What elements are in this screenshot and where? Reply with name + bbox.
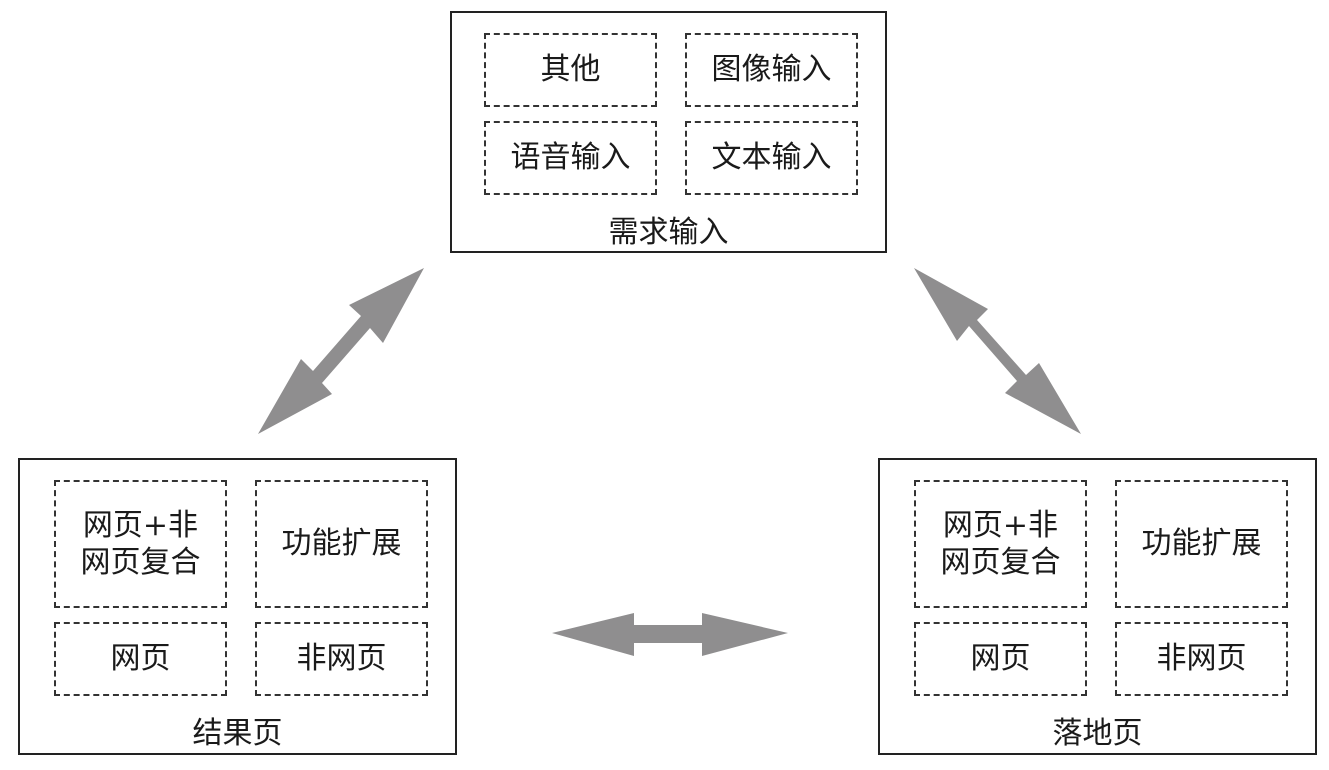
cell-label: 非网页 — [296, 641, 387, 677]
landing-cell-composite: 网页+非 网页复合 — [914, 480, 1087, 608]
input-cell-text: 文本输入 — [685, 121, 858, 195]
cell-label: 功能扩展 — [1141, 526, 1262, 562]
landing-cell-webpage: 网页 — [914, 622, 1087, 696]
landing-cell-non-webpage: 非网页 — [1115, 622, 1288, 696]
cell-label: 功能扩展 — [281, 526, 402, 562]
results-cell-webpage: 网页 — [54, 622, 227, 696]
cell-label: 语音输入 — [510, 140, 631, 176]
input-cell-voice: 语音输入 — [484, 121, 657, 195]
double-arrow-icon — [914, 268, 1081, 434]
landing-cell-extension: 功能扩展 — [1115, 480, 1288, 608]
cell-label: 网页+非 网页复合 — [80, 507, 201, 581]
input-cell-other: 其他 — [484, 33, 657, 107]
double-arrow-icon — [258, 268, 424, 434]
input-panel: 其他 图像输入 语音输入 文本输入 需求输入 — [450, 11, 887, 253]
landing-panel: 网页+非 网页复合 功能扩展 网页 非网页 落地页 — [878, 458, 1317, 755]
cell-label: 文本输入 — [711, 140, 832, 176]
cell-label: 图像输入 — [711, 52, 832, 88]
input-panel-title: 需求输入 — [608, 215, 729, 250]
input-cell-image: 图像输入 — [685, 33, 858, 107]
cell-label: 网页+非 网页复合 — [940, 507, 1061, 581]
results-cell-extension: 功能扩展 — [255, 480, 428, 608]
cell-label: 非网页 — [1156, 641, 1247, 677]
landing-panel-title: 落地页 — [1052, 716, 1143, 751]
cell-label: 其他 — [540, 52, 601, 88]
results-cell-composite: 网页+非 网页复合 — [54, 480, 227, 608]
results-cell-non-webpage: 非网页 — [255, 622, 428, 696]
cell-label: 网页 — [110, 641, 171, 677]
results-panel: 网页+非 网页复合 功能扩展 网页 非网页 结果页 — [18, 458, 457, 755]
double-arrow-icon — [552, 613, 788, 656]
cell-label: 网页 — [970, 641, 1031, 677]
results-panel-title: 结果页 — [192, 716, 283, 751]
